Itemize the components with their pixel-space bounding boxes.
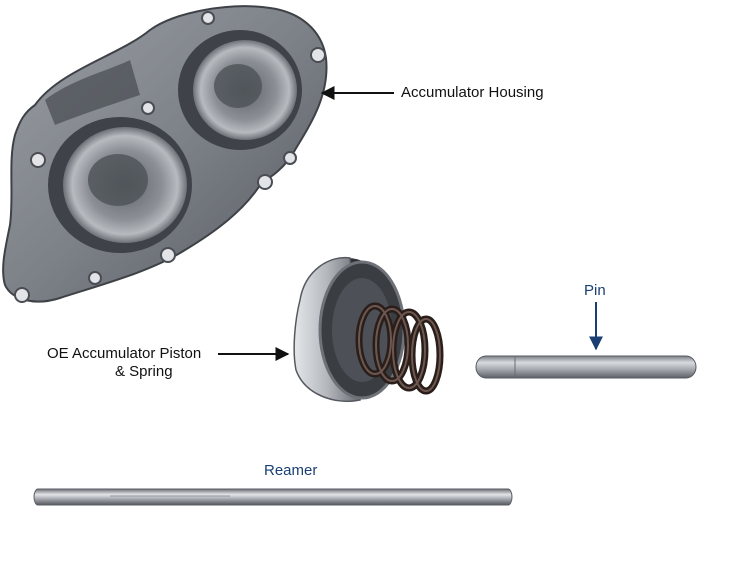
pin-photo bbox=[475, 355, 697, 379]
piston-label-line1: OE Accumulator Piston bbox=[47, 345, 202, 362]
reamer-photo bbox=[33, 488, 513, 506]
piston-spring-photo bbox=[293, 256, 444, 402]
piston-label-line2: & Spring bbox=[115, 363, 173, 380]
housing-label: Accumulator Housing bbox=[401, 84, 544, 101]
reamer-label: Reamer bbox=[264, 462, 318, 479]
piston-label: OE Accumulator Piston & Spring bbox=[47, 345, 201, 381]
accumulator-housing-photo bbox=[2, 5, 328, 303]
pin-label: Pin bbox=[584, 282, 606, 299]
